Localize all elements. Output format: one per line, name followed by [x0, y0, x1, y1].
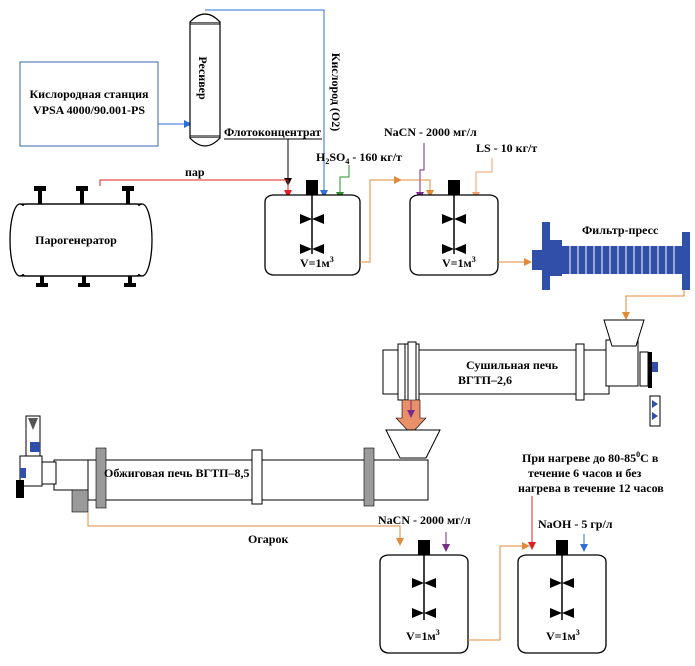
- oxygen-station-label-2: VPSA 4000/90.001-PS: [33, 103, 145, 117]
- kiln-label: Обжиговая печь ВГТП–8,5: [104, 466, 250, 480]
- heating-note-line-3: нагрева в течение 12 часов: [518, 481, 664, 495]
- steam-label: пар: [185, 165, 205, 179]
- reactor-1: V=1м3: [264, 180, 361, 276]
- ls-label: LS - 10 кг/т: [476, 141, 537, 155]
- reactor-4-volume: V=1м3: [546, 628, 580, 643]
- oxygen-line: [205, 9, 328, 198]
- nacn-top-label: NaCN - 2000 мг/л: [384, 125, 477, 139]
- steam-line: [99, 179, 292, 198]
- reactor-2-volume: V=1м3: [442, 255, 476, 270]
- steam-generator: Парогенератор: [9, 186, 153, 287]
- filter-press: [532, 222, 690, 290]
- dryer-discharge: [395, 399, 427, 435]
- dryer-kiln: Сушильная печь ВГТП–2,6: [382, 319, 661, 427]
- naoh-label: NaOH - 5 гр/л: [538, 517, 613, 531]
- reactor-1-volume: V=1м3: [300, 255, 334, 270]
- oxygen-station-box: Кислородная станция VPSA 4000/90.001-PS: [19, 61, 159, 147]
- reactor-3-volume: V=1м3: [406, 628, 440, 643]
- cake-line: [622, 290, 685, 320]
- calcination-kiln: Обжиговая печь ВГТП–8,5: [16, 415, 429, 513]
- receiver-label: Ресивер: [196, 56, 210, 100]
- ls-feed-line: [472, 158, 493, 200]
- nacn-top-feed-line: [416, 143, 425, 200]
- cinder-line: [87, 512, 404, 546]
- h2so4-label: H2SO4 - 160 кг/т: [316, 150, 402, 166]
- cinder-label: Огарок: [248, 532, 288, 546]
- oxygen-station-label-1: Кислородная станция: [29, 87, 149, 101]
- steam-generator-label: Парогенератор: [35, 233, 117, 247]
- reactor-2: V=1м3: [409, 180, 499, 276]
- transfer-line-r3-r4: [468, 542, 530, 641]
- dryer-label-2: ВГТП–2,6: [458, 373, 512, 387]
- reactor-4: V=1м3: [517, 540, 607, 654]
- kiln-feed-hopper: [385, 429, 441, 459]
- transfer-line-r1-r2: [360, 176, 402, 263]
- filter-press-label: Фильтр-пресс: [582, 223, 659, 237]
- flotation-label: Флотоконцентрат: [224, 125, 321, 139]
- heating-note-line-2: течение 6 часов и без: [528, 466, 642, 480]
- slurry-feed-line: [370, 179, 434, 198]
- h2so4-feed-line: [336, 165, 350, 200]
- dryer-label-1: Сушильная печь: [466, 358, 559, 372]
- receiver-vessel: Ресивер: [189, 13, 221, 147]
- heating-note-line-1: При нагреве до 80-850С в: [522, 450, 659, 465]
- nacn-bottom-label: NaCN - 2000 мг/л: [378, 513, 471, 527]
- oxygen-line-label: Кислород (О2): [329, 53, 343, 131]
- reactor-3: V=1м3: [379, 540, 469, 654]
